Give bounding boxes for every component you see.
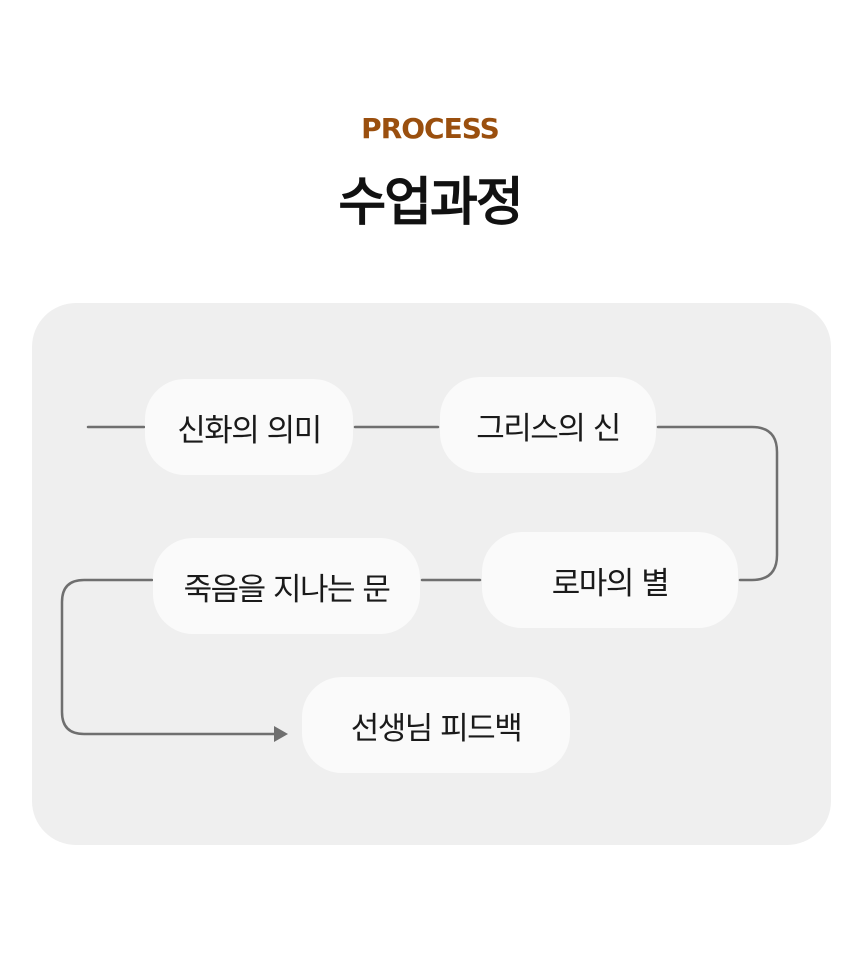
- step-greek-gods: 그리스의 신: [440, 377, 656, 473]
- section-title: 수업과정: [338, 173, 523, 233]
- connector-2-3: [656, 425, 779, 582]
- step-myth-meaning: 신화의 의미: [145, 379, 353, 475]
- section-eyebrow: PROCESS: [361, 112, 500, 145]
- step-roman-star: 로마의 별: [482, 532, 738, 628]
- arrow-right-icon: [274, 726, 288, 742]
- step-gate-of-death: 죽음을 지나는 문: [153, 538, 420, 634]
- step-teacher-feedback: 선생님 피드백: [302, 677, 570, 773]
- connector-4-5: [60, 578, 278, 736]
